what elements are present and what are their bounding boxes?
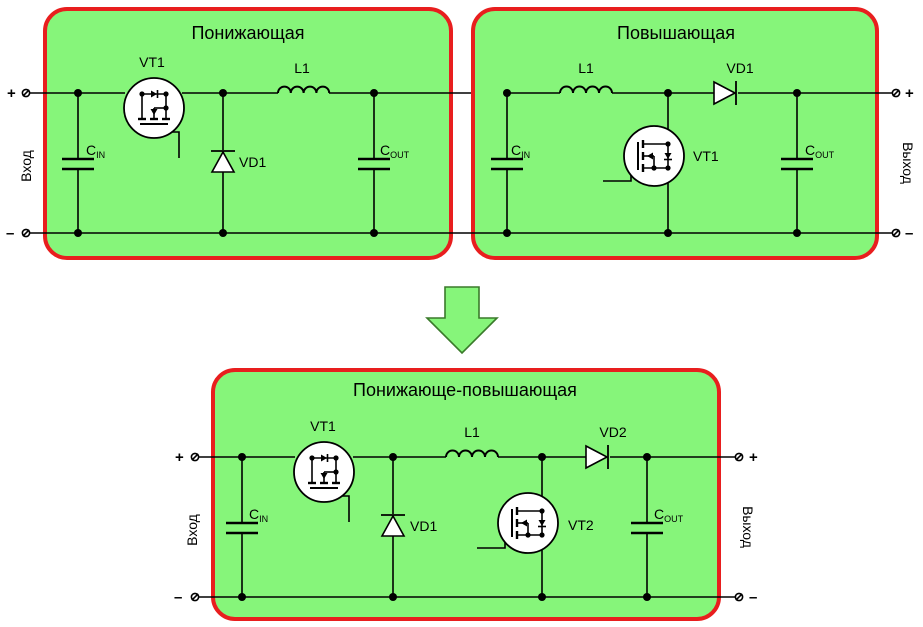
buck-l1-inductor — [277, 85, 331, 94]
buck-cin-label: CIN — [86, 142, 105, 160]
buck-title: Понижающая — [191, 23, 304, 43]
buckboost-vt2-mosfet — [496, 491, 560, 555]
boost-plus-terminal — [891, 88, 901, 98]
boost-cout-label: COUT — [805, 142, 835, 160]
buckboost-out-plus-sign: + — [749, 449, 758, 466]
buckboost-cout-capacitor — [631, 521, 663, 535]
boost-minus-terminal — [891, 228, 901, 238]
boost-vt1-mosfet — [622, 124, 686, 188]
buckboost-out-minus-terminal — [734, 592, 744, 602]
buck-cout-label: COUT — [380, 142, 410, 160]
buck-l1-label: L1 — [294, 60, 310, 76]
buckboost-in-minus-terminal — [190, 592, 200, 602]
buckboost-vt1-mosfet — [292, 440, 356, 504]
boost-minus-sign: – — [905, 225, 913, 242]
buck-vd1-diode — [210, 150, 236, 173]
buck-vt1-mosfet — [122, 76, 186, 140]
buckboost-in-minus-sign: – — [174, 589, 182, 606]
buckboost-vd2-label: VD2 — [599, 424, 626, 440]
buck-plus-terminal — [21, 88, 31, 98]
buckboost-vd2-diode — [585, 444, 609, 470]
buckboost-cin-label: CIN — [249, 506, 268, 524]
boost-output-label: Выход — [900, 142, 916, 184]
buck-minus-sign: – — [6, 225, 14, 242]
buck-vt1-label: VT1 — [139, 54, 165, 70]
down-arrow — [425, 286, 499, 355]
buckboost-vd1-diode — [380, 514, 406, 537]
buckboost-in-plus-terminal — [190, 452, 200, 462]
buckboost-wires — [195, 456, 739, 598]
boost-title: Повышающая — [617, 23, 735, 43]
buckboost-panel — [211, 368, 721, 621]
buckboost-vt1-label: VT1 — [310, 418, 336, 434]
buck-minus-terminal — [21, 228, 31, 238]
buck-cin-capacitor — [62, 157, 94, 171]
boost-vd1-diode — [713, 80, 737, 106]
buckboost-l1-label: L1 — [464, 424, 480, 440]
buckboost-output-label: Выход — [740, 506, 756, 548]
boost-converter: Повышающая — [453, 7, 916, 260]
boost-vt1-label: VT1 — [693, 148, 719, 164]
buckboost-out-plus-terminal — [734, 452, 744, 462]
boost-cin-label: CIN — [511, 142, 530, 160]
boost-cin-capacitor — [491, 157, 523, 171]
buckboost-vd1-label: VD1 — [410, 518, 437, 534]
buck-boost-converter: Понижающе-повышающая — [174, 368, 758, 621]
buckboost-l1-inductor — [445, 449, 499, 458]
buckboost-title: Понижающе-повышающая — [353, 380, 577, 400]
buck-input-label: Вход — [18, 150, 34, 182]
boost-l1-label: L1 — [578, 60, 594, 76]
buck-vd1-label: VD1 — [239, 154, 266, 170]
boost-l1-inductor — [559, 85, 613, 94]
buck-cout-capacitor — [358, 157, 390, 171]
buckboost-vt2-label: VT2 — [568, 517, 594, 533]
buckboost-cin-capacitor — [226, 521, 258, 535]
buckboost-input-label: Вход — [184, 514, 200, 546]
buck-panel — [43, 7, 453, 260]
boost-cout-capacitor — [781, 157, 813, 171]
buck-converter: Понижающая — [6, 7, 507, 260]
boost-plus-sign: + — [905, 85, 914, 102]
buckboost-out-minus-sign: – — [749, 589, 757, 606]
buck-plus-sign: + — [7, 85, 16, 102]
buckboost-in-plus-sign: + — [175, 449, 184, 466]
boost-vd1-label: VD1 — [726, 60, 753, 76]
buckboost-cout-label: COUT — [654, 506, 684, 524]
